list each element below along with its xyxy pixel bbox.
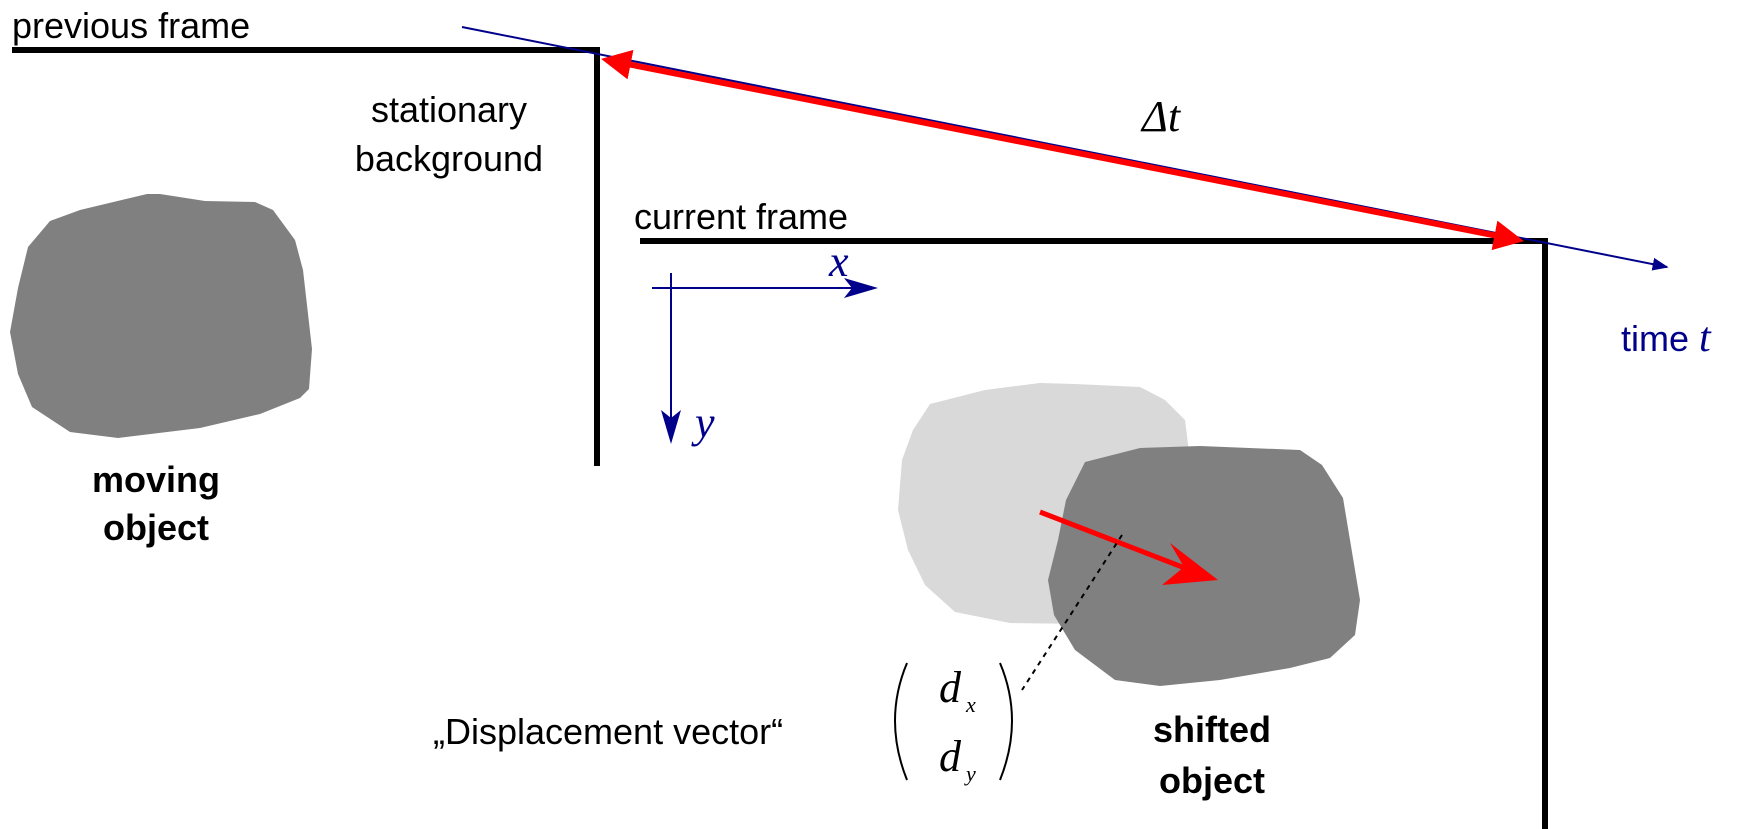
moving-object-shape <box>10 194 312 438</box>
dy-symbol: d <box>939 732 962 781</box>
moving-object-label-line2: object <box>103 507 209 548</box>
displacement-leader <box>1021 534 1123 691</box>
stationary-label-line1: stationary <box>371 89 527 130</box>
current-frame-label: current frame <box>634 196 848 237</box>
previous-frame-outline <box>12 47 600 466</box>
x-axis-label: x <box>828 237 849 286</box>
y-axis-arrowhead <box>661 410 681 444</box>
motion-arrow <box>1039 509 1191 573</box>
shifted-object-shape <box>1048 446 1360 686</box>
time-label: time t <box>1621 315 1712 361</box>
moving-object-label-line1: moving <box>92 459 220 500</box>
left-paren <box>894 662 908 781</box>
dy-subscript: y <box>964 761 976 786</box>
y-axis-label: y <box>691 398 715 447</box>
delta-t-label: Δt <box>1140 92 1182 141</box>
dx-symbol: d <box>939 663 962 712</box>
displacement-vector-label: „Displacement vector“ <box>433 711 783 752</box>
time-label-text: time <box>1621 318 1699 359</box>
right-paren <box>999 662 1013 781</box>
x-axis-arrowhead <box>844 278 878 298</box>
delta-t-arrow <box>601 49 1524 251</box>
stationary-label-line2: background <box>355 138 543 179</box>
motion-arrowhead <box>1162 543 1218 585</box>
dx-subscript: x <box>965 692 976 717</box>
previous-frame-label: previous frame <box>12 5 250 46</box>
shifted-object-label-line1: shifted <box>1153 709 1271 750</box>
shifted-object-label-line2: object <box>1159 760 1265 801</box>
time-label-var: t <box>1699 315 1712 361</box>
